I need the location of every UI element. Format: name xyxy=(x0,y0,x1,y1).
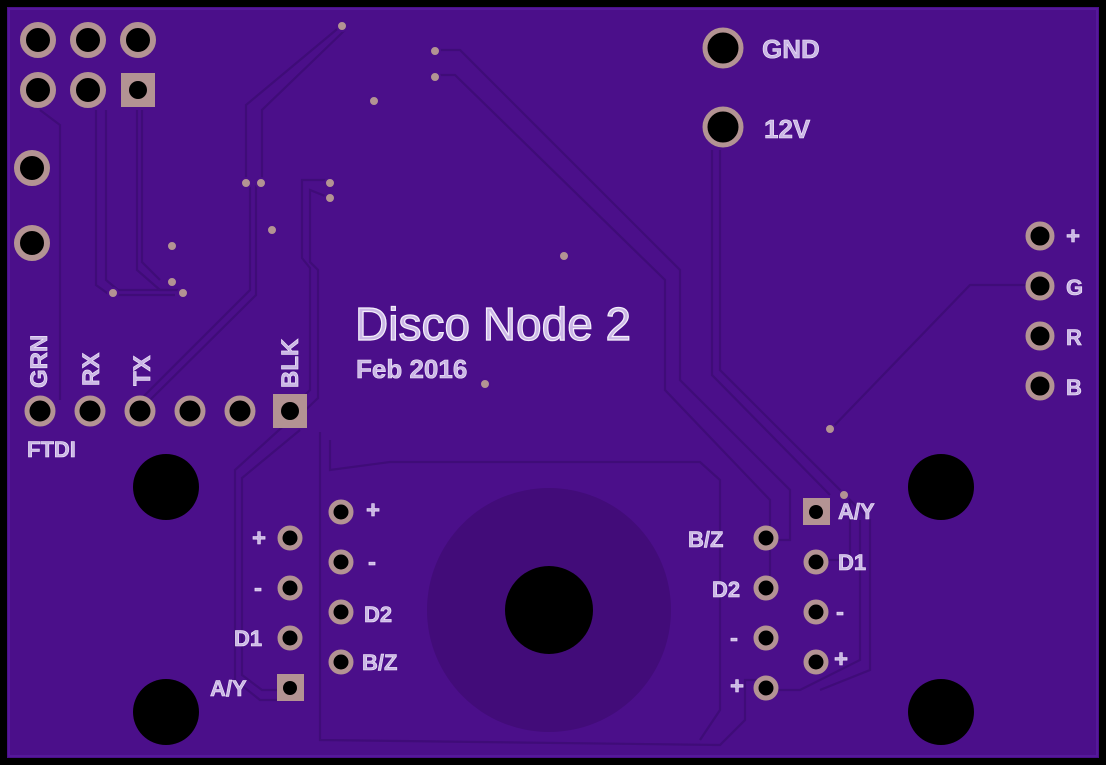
pad xyxy=(20,22,56,58)
rgb-header-pads xyxy=(1025,221,1055,401)
right-minus-label-b: - xyxy=(730,625,738,652)
ftdi-label: FTDI xyxy=(27,437,76,462)
pad xyxy=(14,225,50,261)
pad xyxy=(70,72,106,108)
12v-label: 12V xyxy=(764,114,811,144)
header-pads-top-left xyxy=(14,22,156,261)
silkscreen: Disco Node 2 Feb 2016 GND 12V GRN RX TX … xyxy=(26,34,1084,702)
left-connector-pads xyxy=(277,499,354,701)
pad xyxy=(120,22,156,58)
rx-label: RX xyxy=(78,353,105,386)
right-plus-label-b: + xyxy=(730,673,744,700)
left-minus-label-b: - xyxy=(368,549,376,576)
rgb-plus-label: + xyxy=(1066,223,1080,250)
right-plus-label-a: + xyxy=(834,646,848,673)
left-minus-label-a: - xyxy=(254,575,262,602)
left-ay-label: A/Y xyxy=(210,676,247,701)
gnd-pad xyxy=(702,27,744,69)
tx-label: TX xyxy=(129,355,156,386)
12v-pad xyxy=(702,106,744,148)
left-plus-label-a: + xyxy=(252,525,266,552)
left-bz-label: B/Z xyxy=(362,650,397,675)
right-connector-pads xyxy=(753,498,830,701)
vias xyxy=(107,20,850,501)
rgb-b-label: B xyxy=(1066,375,1082,400)
ftdi-header-pads xyxy=(24,394,307,428)
pad xyxy=(20,72,56,108)
center-hole xyxy=(505,566,593,654)
board-title: Disco Node 2 xyxy=(355,298,631,350)
blk-label: BLK xyxy=(277,338,304,388)
right-minus-label-a: - xyxy=(836,599,844,626)
pad xyxy=(70,22,106,58)
right-d1-label: D1 xyxy=(838,550,866,575)
left-d1-label: D1 xyxy=(234,626,262,651)
rgb-g-label: G xyxy=(1066,275,1083,300)
right-bz-label: B/Z xyxy=(688,527,723,552)
grn-label: GRN xyxy=(26,335,53,388)
left-d2-label: D2 xyxy=(364,602,392,627)
right-ay-label: A/Y xyxy=(838,499,875,524)
left-plus-label-b: + xyxy=(366,497,380,524)
right-d2-label: D2 xyxy=(712,577,740,602)
mounting-holes xyxy=(133,454,974,745)
rgb-r-label: R xyxy=(1066,325,1082,350)
gnd-label: GND xyxy=(762,34,820,64)
board-date: Feb 2016 xyxy=(356,354,467,384)
copper-traces xyxy=(39,24,1040,747)
pad xyxy=(14,150,50,186)
power-pads xyxy=(702,27,744,148)
